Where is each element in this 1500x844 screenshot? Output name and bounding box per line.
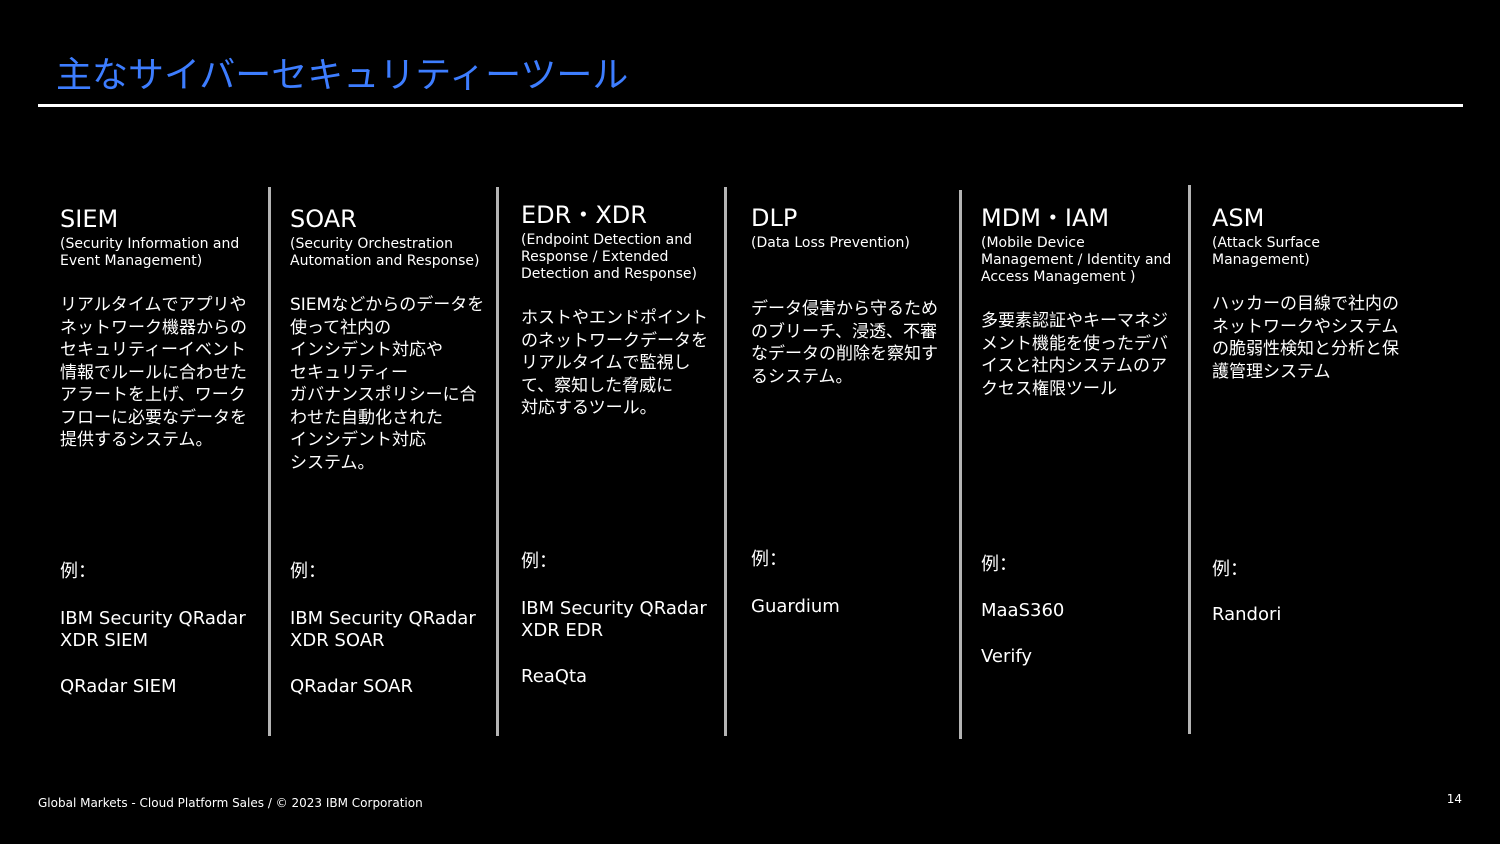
column-subtitle: (Attack Surface Management) <box>1212 235 1320 268</box>
product-name: ReaQta <box>521 666 588 687</box>
column-divider <box>496 187 499 736</box>
example-label: 例： <box>1212 559 1248 580</box>
column-description: ホストやエンドポイントのネットワークデータをリアルタイムで監視して、察知した脅威… <box>521 308 708 418</box>
column-description: SIEMなどからのデータを使って社内の インシデント対応や セキュリティー ガバ… <box>290 295 485 473</box>
title-underline <box>38 104 1463 107</box>
column-subtitle: (Endpoint Detection and Response / Exten… <box>521 232 697 282</box>
column-edr-xdr: EDR・XDR (Endpoint Detection and Response… <box>521 200 717 700</box>
column-description: ハッカーの目線で社内のネットワークやシステムの脆弱性検知と分析と保護管理システム <box>1212 294 1399 382</box>
column-subtitle: (Security Orchestration Automation and R… <box>290 236 480 269</box>
product-name: QRadar SIEM <box>60 676 177 697</box>
column-divider <box>268 187 271 736</box>
example-label: 例： <box>290 561 326 582</box>
column-subtitle: (Security Information and Event Manageme… <box>60 236 240 269</box>
product-name: IBM Security QRadar XDR EDR <box>521 598 707 641</box>
product-name: Randori <box>1212 604 1282 625</box>
product-name: IBM Security QRadar XDR SIEM <box>60 608 246 651</box>
column-divider <box>724 187 727 736</box>
page-number: 14 <box>1446 792 1462 806</box>
column-subtitle: (Data Loss Prevention) <box>751 235 910 251</box>
column-mdm-iam: MDM・IAM (Mobile Device Management / Iden… <box>981 203 1177 703</box>
column-siem: SIEM (Security Information and Event Man… <box>60 204 256 704</box>
slide-title: 主なサイバーセキュリティーツール <box>56 55 629 96</box>
column-asm: ASM (Attack Surface Management) ハッカーの目線で… <box>1212 203 1408 703</box>
product-name: Verify <box>981 646 1033 667</box>
example-label: 例： <box>751 549 787 570</box>
column-name: EDR・XDR <box>521 201 647 229</box>
column-name: SOAR <box>290 205 357 233</box>
product-name: IBM Security QRadar XDR SOAR <box>290 608 476 651</box>
product-list: MaaS360 Verify <box>981 600 1181 692</box>
example-label: 例： <box>521 551 557 572</box>
column-divider <box>959 190 962 739</box>
product-name: QRadar SOAR <box>290 676 413 697</box>
footer-copyright: Global Markets - Cloud Platform Sales / … <box>38 796 423 810</box>
product-list: IBM Security QRadar XDR SOAR QRadar SOAR <box>290 608 490 722</box>
column-name: MDM・IAM <box>981 204 1110 232</box>
product-name: MaaS360 <box>981 600 1065 621</box>
column-name: DLP <box>751 204 798 232</box>
column-description: リアルタイムでアプリやネットワーク機器からのセキュリティーイベント情報でルールに… <box>60 295 247 450</box>
column-name: ASM <box>1212 204 1265 232</box>
product-list: Randori <box>1212 604 1412 650</box>
product-name: Guardium <box>751 596 840 617</box>
product-list: IBM Security QRadar XDR SIEM QRadar SIEM <box>60 608 260 722</box>
product-list: Guardium <box>751 596 951 642</box>
product-list: IBM Security QRadar XDR EDR ReaQta <box>521 598 721 712</box>
column-divider <box>1188 185 1191 734</box>
example-label: 例： <box>981 554 1017 575</box>
column-subtitle: (Mobile Device Management / Identity and… <box>981 235 1172 285</box>
column-soar: SOAR (Security Orchestration Automation … <box>290 204 486 704</box>
column-description: データ侵害から守るためのブリーチ、浸透、不審なデータの削除を察知するシステム。 <box>751 299 938 387</box>
column-dlp: DLP (Data Loss Prevention) データ侵害から守るためのブ… <box>751 203 947 703</box>
example-label: 例： <box>60 561 96 582</box>
column-description: 多要素認証やキーマネジメント機能を使ったデバイスと社内システムのアクセス権限ツー… <box>981 311 1168 399</box>
column-name: SIEM <box>60 205 119 233</box>
